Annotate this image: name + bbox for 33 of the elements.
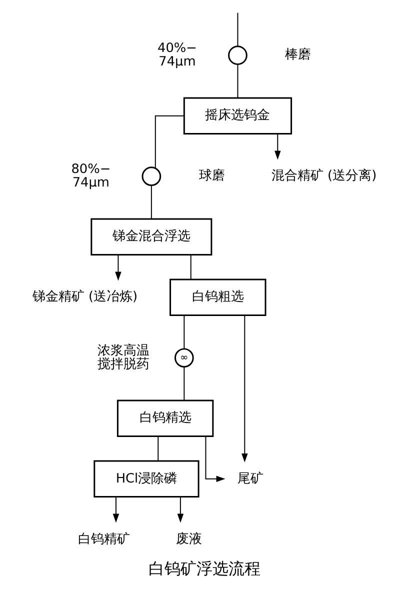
node-box: 白钨精选 [116, 400, 214, 437]
connector [150, 184, 152, 220]
connector [184, 315, 185, 350]
node-circle [228, 46, 248, 65]
node-box: 白钨粗选 [170, 278, 266, 316]
node-text: 混合精矿 (送分离) [271, 168, 377, 184]
node-label: 球磨 [198, 168, 225, 184]
arrow [274, 134, 281, 160]
connector [190, 254, 192, 280]
connector [158, 436, 159, 462]
arrow [112, 496, 120, 523]
connector [237, 12, 238, 47]
node-label: 棒磨 [285, 48, 312, 63]
node-circle: ∞ [174, 348, 194, 368]
caption: 白钨矿浮选流程 [148, 558, 260, 578]
node-text: 锑金精矿 (送冶炼) [32, 290, 138, 305]
node-box: 摇床选钨金 [183, 97, 292, 134]
arrow [115, 254, 122, 281]
connector [154, 115, 184, 169]
node-circle [142, 166, 162, 186]
node-box: 锑金混合浮选 [90, 218, 212, 256]
node-text: 废液 [176, 532, 202, 547]
arrow [205, 436, 226, 482]
node-text: 白钨精矿 [78, 532, 130, 547]
arrow [242, 314, 248, 462]
connector [237, 64, 238, 98]
arrow [177, 496, 184, 523]
connector [184, 366, 185, 401]
node-label: 浓浆高温搅拌脱药 [98, 343, 150, 372]
node-label: 80%−74μm [71, 162, 111, 191]
node-text: 尾矿 [238, 471, 264, 486]
node-box: HCl浸除磷 [94, 460, 200, 498]
node-label: 40%−74μm [158, 40, 197, 70]
